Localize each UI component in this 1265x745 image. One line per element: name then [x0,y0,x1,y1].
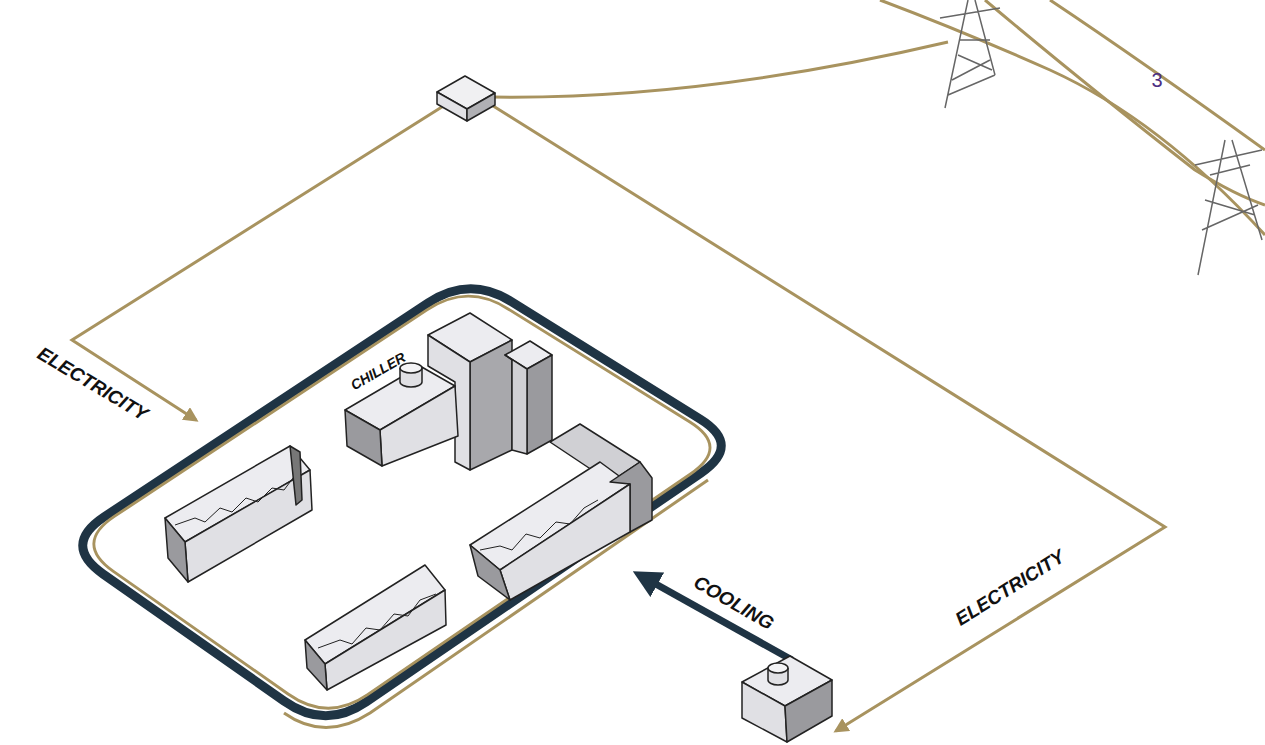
campus-loop [83,289,722,716]
electricity-wire [72,105,445,420]
flow-label: ELECTRICITY [33,343,151,425]
flow-label-text: ELECTRICITY [33,343,151,425]
grid-feed [492,42,948,97]
flow-label: ELECTRICITY [952,546,1069,630]
page-number-text: 3 [1151,69,1162,91]
pylon [940,0,1262,275]
campus-loop-inner [94,296,710,708]
power-lines [880,0,1265,235]
buildings [165,313,652,690]
transformer-box [437,76,495,121]
page-number: 3 [1151,69,1162,91]
chiller-plant [742,656,832,742]
flow-label-text: ELECTRICITY [952,546,1069,630]
